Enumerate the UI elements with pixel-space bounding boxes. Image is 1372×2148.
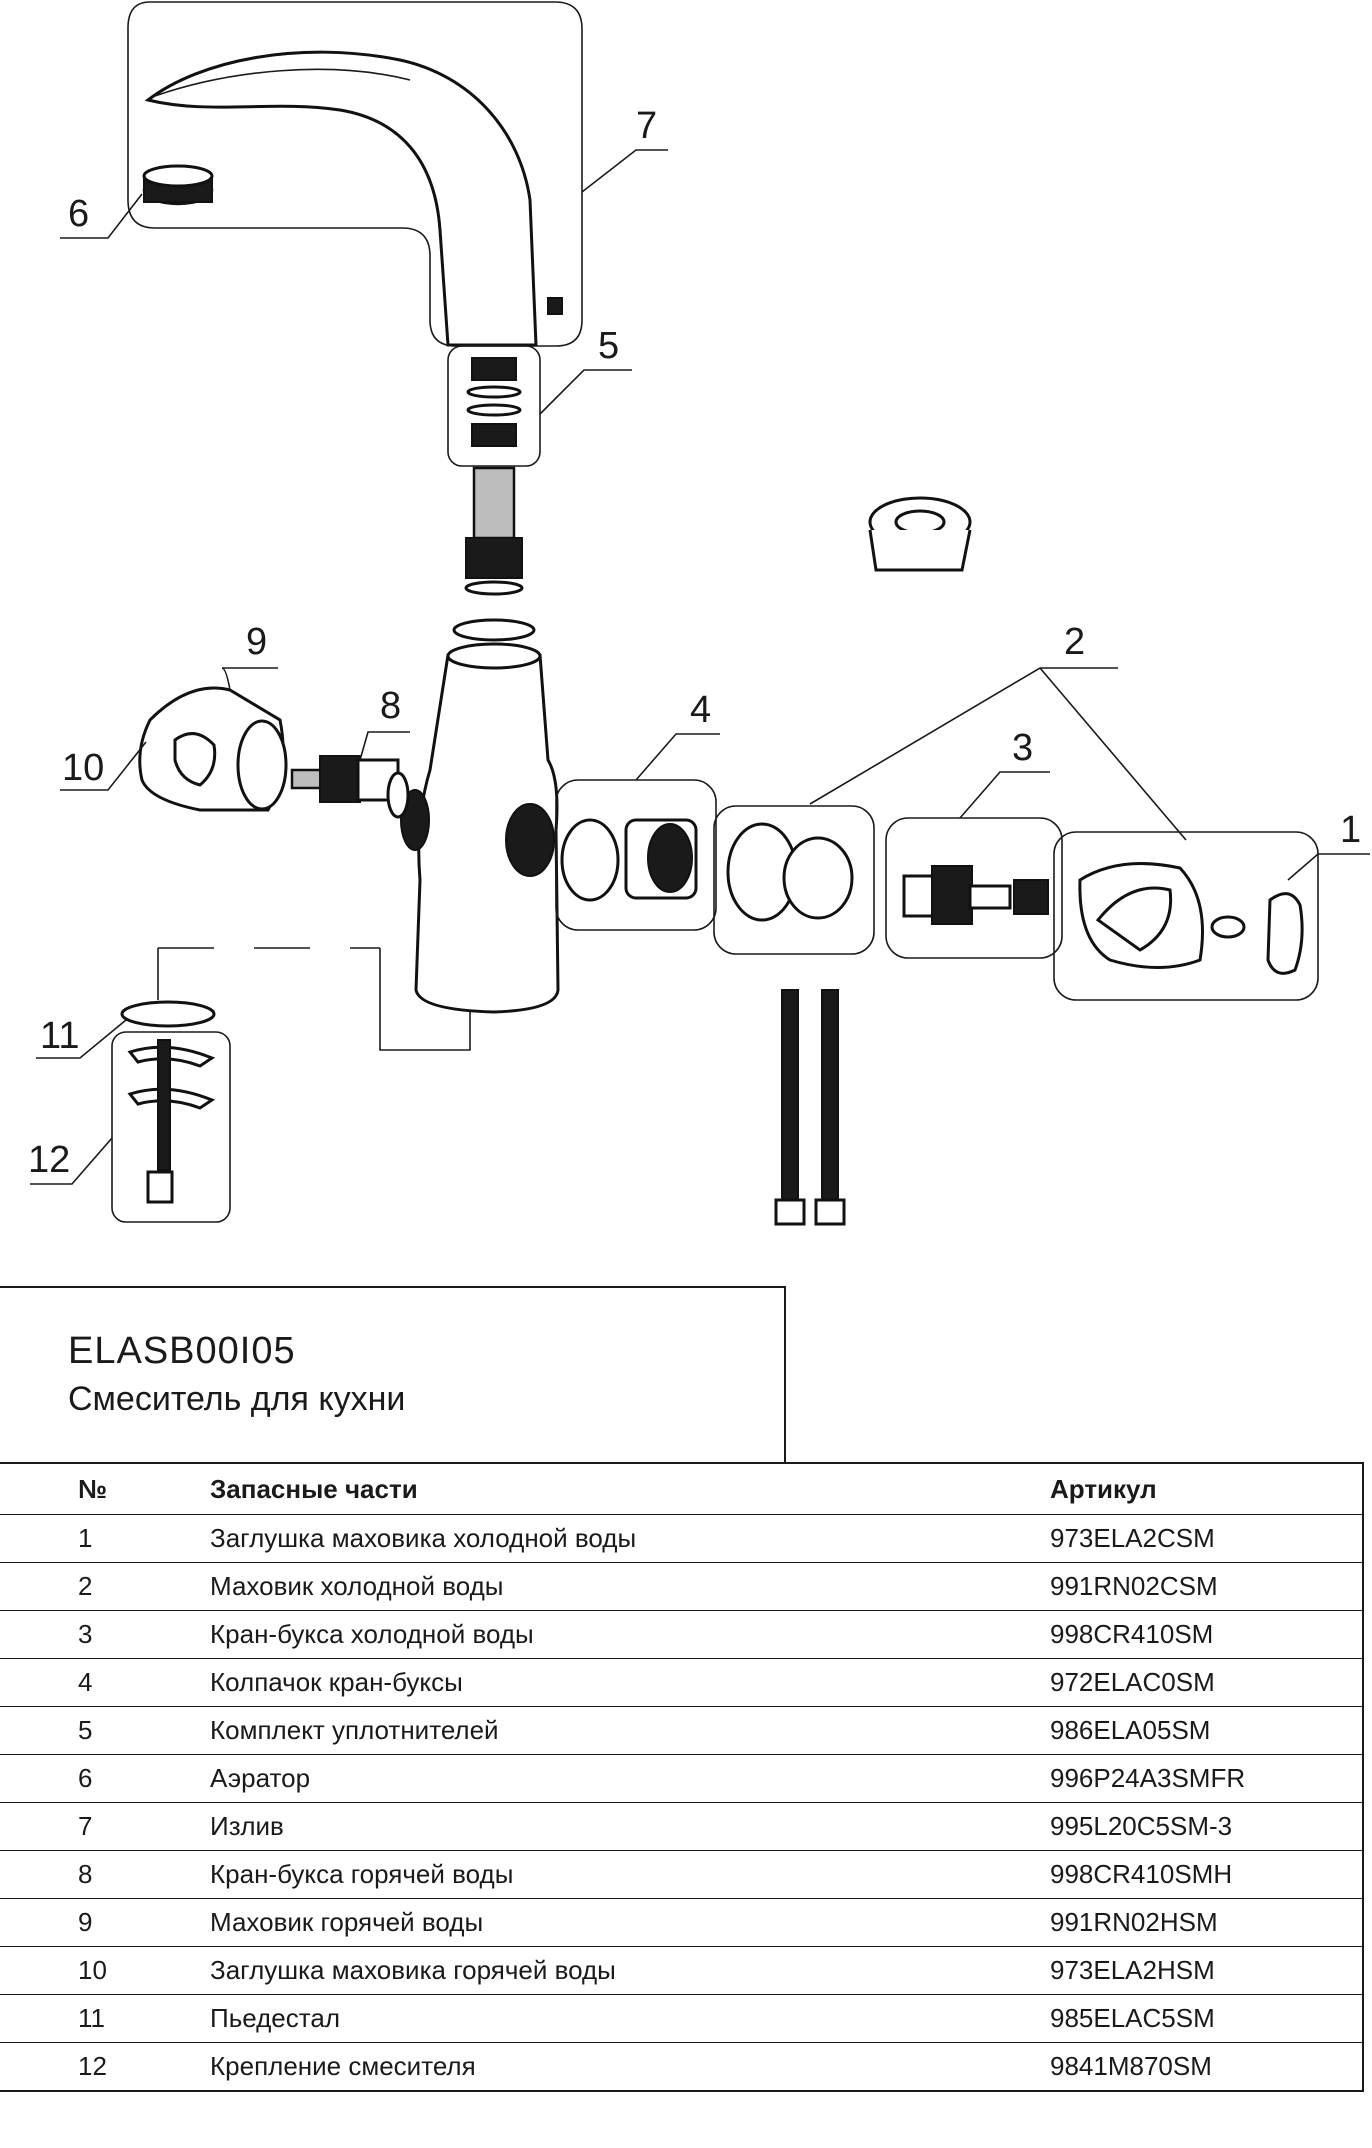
callout-4: 4 <box>690 689 711 731</box>
part-number-cell: 1 <box>0 1514 210 1563</box>
article-cell: 991RN02HSM <box>1050 1898 1363 1947</box>
callout-1: 1 <box>1340 809 1361 851</box>
part-number-cell: 12 <box>0 2042 210 2092</box>
product-name: Смеситель для кухни <box>68 1380 406 1418</box>
cold-cartridge-box-outline <box>885 817 1063 959</box>
cold-handle-plug-box-outline <box>1053 831 1319 1001</box>
exploded-parts-diagram: 1 2 3 4 5 6 7 8 9 10 11 12 <box>28 1 1370 1226</box>
spout-part <box>144 50 538 347</box>
part-number-cell: 3 <box>0 1610 210 1659</box>
part-number-cell: 9 <box>0 1898 210 1947</box>
pedestal-part <box>120 1000 216 1028</box>
part-name-cell: Кран-букса горячей воды <box>210 1850 1050 1899</box>
part-name-cell: Аэратор <box>210 1754 1050 1803</box>
column-header-article: Артикул <box>1050 1463 1363 1515</box>
part-number-cell: 11 <box>0 1994 210 2043</box>
part-name-cell: Крепление смесителя <box>210 2042 1050 2092</box>
cold-handle-box-outline <box>713 805 875 955</box>
part-name-cell: Маховик горячей воды <box>210 1898 1050 1947</box>
callout-3: 3 <box>1012 727 1033 769</box>
title-box <box>0 1286 786 1462</box>
table-header-row: № Запасные части Артикул <box>0 1463 1363 1515</box>
part-name-cell: Маховик холодной воды <box>210 1562 1050 1611</box>
model-code: ELASB00I05 <box>68 1330 296 1372</box>
article-cell: 985ELAC5SM <box>1050 1994 1363 2043</box>
article-cell: 973ELA2HSM <box>1050 1946 1363 1995</box>
article-cell: 996P24A3SMFR <box>1050 1754 1363 1803</box>
part-number-cell: 6 <box>0 1754 210 1803</box>
callout-2: 2 <box>1064 621 1085 663</box>
mounting-box-outline <box>111 1031 231 1223</box>
supply-hoses-part <box>774 989 846 1226</box>
part-name-cell: Пьедестал <box>210 1994 1050 2043</box>
part-number-cell: 7 <box>0 1802 210 1851</box>
article-cell: 991RN02CSM <box>1050 1562 1363 1611</box>
callout-7: 7 <box>636 105 657 147</box>
spout-box-outline <box>127 1 583 347</box>
callout-8: 8 <box>380 685 401 727</box>
callout-9: 9 <box>246 621 267 663</box>
callout-6: 6 <box>68 193 89 235</box>
article-cell: 995L20C5SM-3 <box>1050 1802 1363 1851</box>
part-number-cell: 10 <box>0 1946 210 1995</box>
article-cell: 998CR410SMH <box>1050 1850 1363 1899</box>
part-name-cell: Колпачок кран-буксы <box>210 1658 1050 1707</box>
part-number-cell: 2 <box>0 1562 210 1611</box>
callout-10: 10 <box>62 747 104 789</box>
article-cell: 9841M870SM <box>1050 2042 1363 2092</box>
spout-screw <box>547 297 563 315</box>
callout-11: 11 <box>40 1015 79 1057</box>
callout-5: 5 <box>598 325 619 367</box>
part-name-cell: Излив <box>210 1802 1050 1851</box>
column-header-number: № <box>0 1463 210 1515</box>
part-number-cell: 8 <box>0 1850 210 1899</box>
article-cell: 973ELA2CSM <box>1050 1514 1363 1563</box>
hot-cartridge-part <box>290 755 410 819</box>
cold-plug-part <box>1266 892 1304 975</box>
seal-kit-box-outline <box>447 345 541 467</box>
part-name-cell: Заглушка маховика холодной воды <box>210 1514 1050 1563</box>
hot-plug-part <box>173 732 217 787</box>
article-cell: 986ELA05SM <box>1050 1706 1363 1755</box>
part-name-cell: Комплект уплотнителей <box>210 1706 1050 1755</box>
article-cell: 998CR410SM <box>1050 1610 1363 1659</box>
part-name-cell: Заглушка маховика горячей воды <box>210 1946 1050 1995</box>
article-cell: 972ELAC0SM <box>1050 1658 1363 1707</box>
part-number-cell: 4 <box>0 1658 210 1707</box>
part-name-cell: Кран-букса холодной воды <box>210 1610 1050 1659</box>
part-number-cell: 5 <box>0 1706 210 1755</box>
column-header-part-name: Запасные части <box>210 1463 1050 1515</box>
callout-12: 12 <box>28 1139 70 1181</box>
